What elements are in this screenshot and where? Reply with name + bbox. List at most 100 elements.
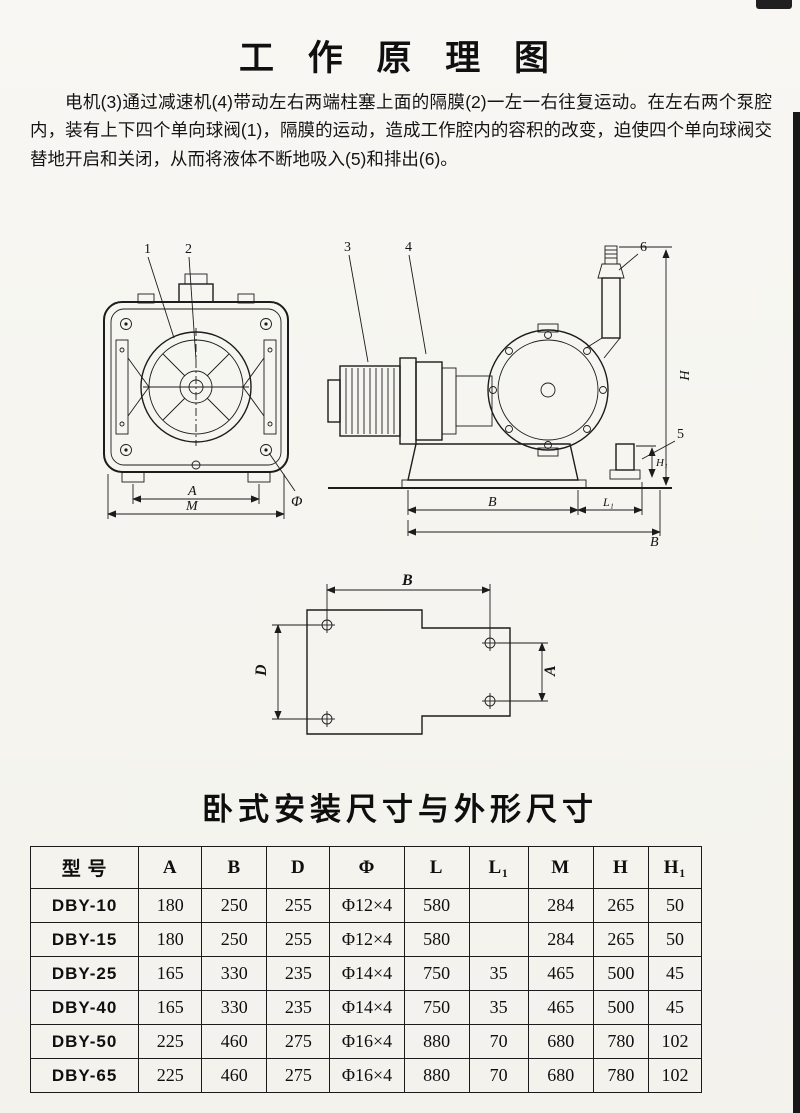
side-callouts: 3 4 6 5	[344, 240, 684, 460]
spec-cell: Φ14×4	[329, 990, 405, 1025]
spec-cell	[468, 888, 529, 923]
side-dimensions: H B L₁ H₁ B	[407, 246, 691, 550]
mounting-footprint-drawing: B D A	[252, 568, 562, 780]
spec-cell: 180	[138, 888, 203, 923]
spec-cell: 70	[468, 1024, 529, 1059]
spec-cell: 102	[647, 1024, 703, 1059]
scan-corner-artifact	[756, 0, 792, 9]
spec-cell: 330	[201, 956, 268, 991]
spec-cell: 35	[468, 956, 529, 991]
spec-cell: 580	[403, 888, 470, 923]
column-header: 型 号	[29, 846, 140, 889]
spec-cell: 45	[647, 990, 703, 1025]
pump-feet	[121, 460, 271, 483]
gear-reducer	[415, 361, 493, 441]
model-cell: DBY-15	[29, 922, 140, 957]
scan-edge-artifact	[793, 112, 800, 1113]
spec-cell: 35	[468, 990, 529, 1025]
spec-cell: 284	[527, 888, 594, 923]
spec-cell: Φ12×4	[329, 922, 405, 957]
page-title: 工 作 原 理 图	[239, 39, 561, 78]
spec-cell: 780	[592, 1024, 649, 1059]
spec-cell: 235	[266, 956, 331, 991]
spec-cell: 50	[647, 922, 703, 957]
top-valve-flange	[137, 273, 255, 304]
mounting-footprint-svg: B D A	[253, 572, 559, 735]
spec-cell	[468, 922, 529, 957]
spec-cell: 165	[138, 990, 203, 1025]
model-cell: DBY-50	[29, 1024, 140, 1059]
spec-cell: 680	[527, 1024, 594, 1059]
diaphragm-assembly	[140, 328, 252, 446]
pump-side-view-drawing: 3 4 6 5	[320, 238, 692, 550]
spec-cell: 880	[403, 1024, 470, 1059]
spec-cell: 780	[592, 1058, 649, 1093]
motor	[327, 357, 417, 445]
working-principle-paragraph: 电机(3)通过减速机(4)带动左右两端柱塞上面的隔膜(2)一左一右往复运动。在左…	[30, 92, 772, 169]
pump-front-view-drawing: 1 2	[86, 240, 318, 540]
suction-pipe	[609, 443, 641, 480]
spec-cell: 465	[527, 956, 594, 991]
column-header: L₁	[468, 846, 529, 889]
spec-cell: 45	[647, 956, 703, 991]
spec-cell: 460	[201, 1058, 268, 1093]
discharge-pipe	[585, 245, 625, 359]
spec-cell: 102	[647, 1058, 703, 1093]
front-dim-phi-label: Φ	[291, 494, 303, 510]
column-header: M	[527, 846, 594, 889]
spec-cell: 255	[266, 922, 331, 957]
spec-cell: 680	[527, 1058, 594, 1093]
model-cell: DBY-10	[29, 888, 140, 923]
spec-cell: 265	[592, 888, 649, 923]
footprint-outline	[306, 609, 511, 735]
footprint-dim-b-label: B	[401, 572, 413, 589]
spec-cell: 265	[592, 922, 649, 957]
side-dim-b-label: B	[488, 495, 497, 510]
column-header: H₁	[647, 846, 703, 889]
base-stand	[328, 443, 672, 489]
spec-cell: 284	[527, 922, 594, 957]
column-header: A	[138, 846, 203, 889]
spec-cell: 225	[138, 1058, 203, 1093]
pump-head	[487, 323, 609, 457]
section-title: 卧式安装尺寸与外形尺寸	[202, 792, 598, 827]
front-dim-m-label: M	[185, 499, 199, 514]
callout-2-label: 2	[185, 242, 192, 257]
side-dim-h1-label: H₁	[655, 457, 668, 469]
spec-cell: 70	[468, 1058, 529, 1093]
footprint-dimensions: B D A	[253, 572, 559, 720]
side-plates	[115, 339, 277, 435]
spec-cell: 225	[138, 1024, 203, 1059]
model-cell: DBY-25	[29, 956, 140, 991]
pump-front-view-svg: 1 2	[103, 242, 303, 519]
spec-cell: 235	[266, 990, 331, 1025]
spec-cell: 460	[201, 1024, 268, 1059]
column-header: H	[592, 846, 649, 889]
spec-cell: 275	[266, 1058, 331, 1093]
callout-6-label: 6	[640, 240, 647, 255]
side-dim-h-label: H	[676, 369, 691, 381]
column-header: D	[266, 846, 331, 889]
model-cell: DBY-65	[29, 1058, 140, 1093]
side-dim-l1-label: L₁	[602, 495, 614, 509]
callout-4-label: 4	[405, 240, 412, 255]
callout-1-label: 1	[144, 242, 151, 257]
spec-cell: 180	[138, 922, 203, 957]
side-dim-b2-label: B	[650, 535, 659, 550]
spec-cell: Φ12×4	[329, 888, 405, 923]
spec-cell: 465	[527, 990, 594, 1025]
column-header: B	[201, 846, 268, 889]
column-header: L	[403, 846, 470, 889]
spec-cell: 255	[266, 888, 331, 923]
spec-cell: 275	[266, 1024, 331, 1059]
column-header: Φ	[329, 846, 405, 889]
mounting-holes	[319, 617, 498, 727]
spec-cell: 880	[403, 1058, 470, 1093]
spec-cell: 750	[403, 990, 470, 1025]
